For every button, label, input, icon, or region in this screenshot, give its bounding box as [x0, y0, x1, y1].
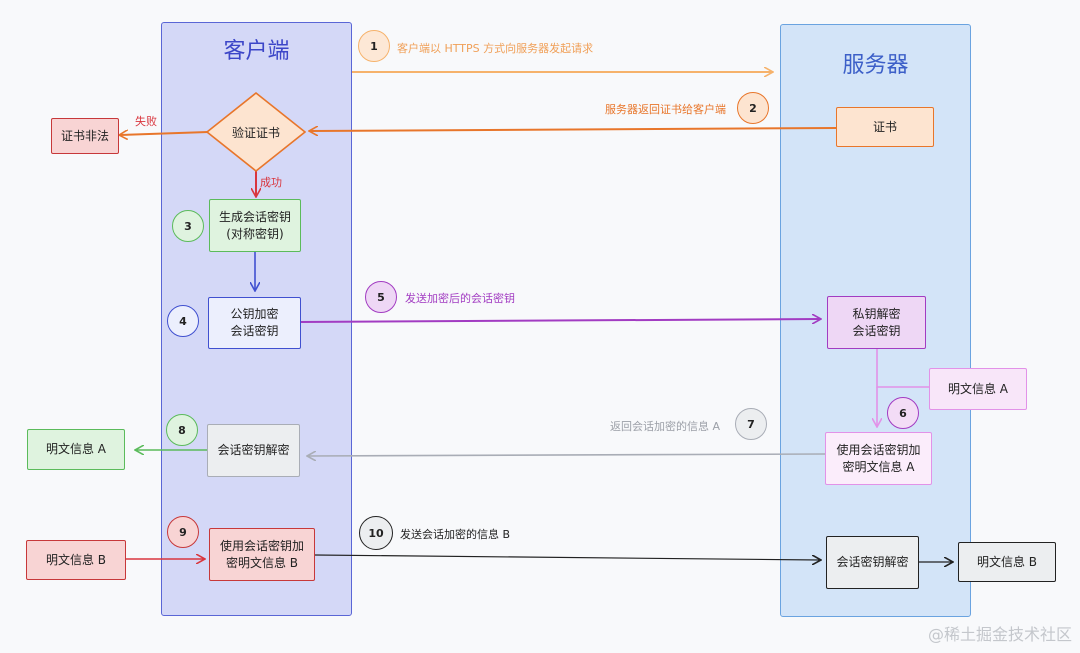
- encrypt-text-a-box: 使用会话密钥加 密明文信息 A: [825, 432, 932, 485]
- encrypt-text-b-box: 使用会话密钥加 密明文信息 B: [209, 528, 315, 581]
- generate-session-key-box: 生成会话密钥 (对称密钥): [209, 199, 301, 252]
- client-lane-title: 客户端: [223, 39, 290, 64]
- step-1-badge: 1: [358, 30, 390, 62]
- server-lane-title: 服务器: [842, 53, 909, 78]
- step-7-label: 返回会话加密的信息 A: [610, 420, 721, 433]
- success-label: 成功: [260, 176, 282, 189]
- step-6-badge: 6: [887, 397, 919, 429]
- step-9-badge: 9: [167, 516, 199, 548]
- step-4-badge: 4: [167, 305, 199, 337]
- plain-text-b-client-box: 明文信息 B: [26, 540, 126, 580]
- watermark: @稀土掘金技术社区: [927, 625, 1072, 644]
- step-5-label: 发送加密后的会话密钥: [405, 292, 515, 305]
- public-key-encrypt-box: 公钥加密 会话密钥: [208, 297, 301, 349]
- verify-certificate-label: 验证证书: [231, 125, 280, 140]
- step-7-badge: 7: [735, 408, 767, 440]
- plain-text-b-server-box: 明文信息 B: [958, 542, 1056, 582]
- private-key-decrypt-box: 私钥解密 会话密钥: [827, 296, 926, 349]
- step-5-badge: 5: [365, 281, 397, 313]
- step-2-label: 服务器返回证书给客户端: [605, 103, 726, 116]
- plain-text-a-server-box: 明文信息 A: [929, 368, 1027, 410]
- step-10-badge: 10: [359, 516, 393, 550]
- step-2-badge: 2: [737, 92, 769, 124]
- invalid-certificate-box: 证书非法: [51, 118, 119, 154]
- fail-label: 失败: [135, 115, 157, 128]
- session-key-decrypt-server-box: 会话密钥解密: [826, 536, 919, 589]
- verify-certificate-diamond: 验证证书: [206, 92, 306, 172]
- step-1-label: 客户端以 HTTPS 方式向服务器发起请求: [397, 42, 594, 55]
- certificate-box: 证书: [836, 107, 934, 147]
- step-3-badge: 3: [172, 210, 204, 242]
- session-key-decrypt-client-box: 会话密钥解密: [207, 424, 300, 477]
- step-8-badge: 8: [166, 414, 198, 446]
- plain-text-a-client-box: 明文信息 A: [27, 429, 125, 470]
- step-10-label: 发送会话加密的信息 B: [400, 528, 511, 541]
